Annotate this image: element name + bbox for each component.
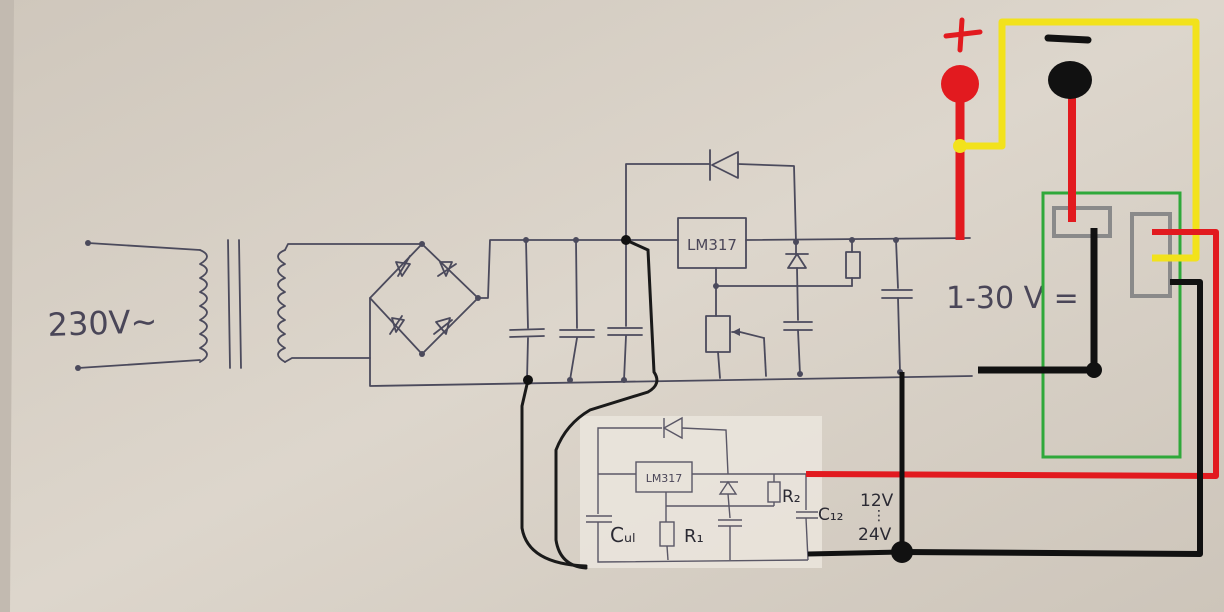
resistor-r2-main (845, 251, 861, 279)
plus-terminal-post (941, 65, 979, 103)
c-in-label: Cᵤₗ (610, 523, 635, 547)
bridge-rectifier (369, 241, 481, 357)
paper-edge (0, 0, 14, 612)
minus-sign-icon (1044, 34, 1092, 44)
transformer-primary-coil (199, 249, 208, 363)
ground-junction (891, 541, 913, 563)
voltage-range-dots: ⋮ (872, 508, 886, 524)
yellow-wire (960, 18, 1200, 262)
regulator-label: LM317 (687, 236, 737, 254)
transformer-core-line (227, 239, 231, 369)
input-terminal (1052, 206, 1112, 238)
converter-module-outline (1041, 191, 1182, 459)
voltage-12v-label: 12V (860, 491, 894, 511)
jumper-wire-ground (520, 378, 588, 568)
minus-terminal-post (1048, 61, 1092, 99)
inset-schematic: LM317 Cᵤₗ R₁ R₂ C₁₂ 12V ⋮ 24V (580, 416, 894, 568)
main-schematic: LM317 230V~ 1-30 V = (47, 149, 1079, 387)
black-wire-return (901, 279, 1203, 557)
wiring-overlay: + — (520, 17, 1219, 570)
plus-sign-icon (943, 17, 983, 53)
output-range-label: 1-30 V = (946, 281, 1079, 316)
voltage-24v-label: 24V (858, 525, 892, 545)
inset-regulator-label: LM317 (646, 472, 683, 485)
regulator-box (677, 217, 747, 269)
transformer-secondary-coil (277, 249, 286, 363)
yellow-junction (953, 139, 967, 153)
r1-label: R₁ (684, 526, 704, 547)
jumper-wire-input (554, 238, 659, 570)
bypass-diode (711, 151, 739, 179)
input-capacitors (509, 237, 643, 383)
inset-panel (580, 416, 822, 568)
mains-voltage-label: 230V~ (47, 302, 158, 344)
red-wire-inset (805, 229, 1219, 479)
r2-label: R₂ (782, 487, 801, 507)
c-out-label: C₁₂ (818, 505, 844, 525)
